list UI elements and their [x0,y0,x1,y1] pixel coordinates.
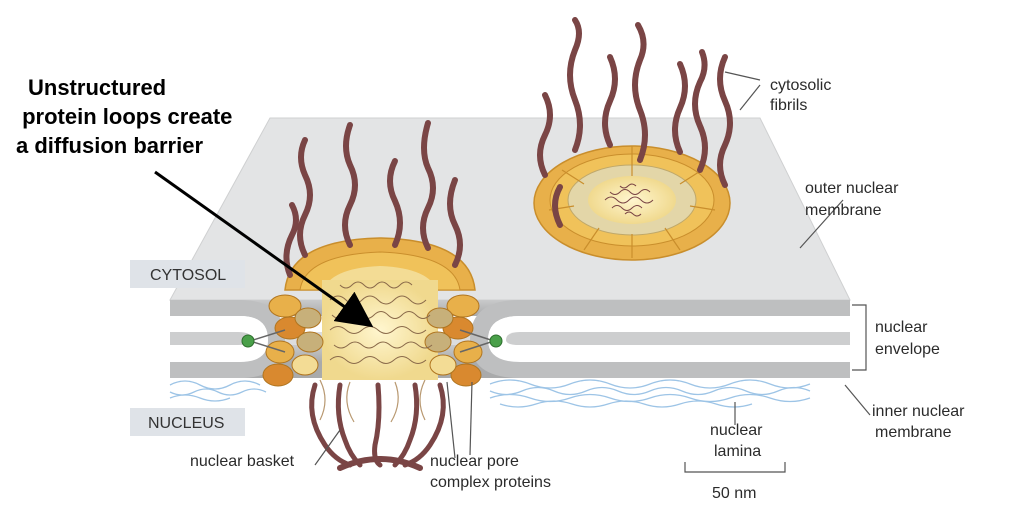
nuclear-envelope-label-2: envelope [875,341,940,358]
npc-proteins-label-1: nuclear pore [430,453,519,470]
annotation: Unstructured protein loops create a diff… [16,75,374,328]
cytosol-label: CYTOSOL [150,267,226,284]
outer-membrane-label-1: outer nuclear [805,180,899,197]
leader-lines [314,71,871,473]
nuclear-lamina-label-1: nuclear [710,422,763,439]
outer-membrane-label-2: membrane [805,202,882,219]
nuclear-lamina [169,379,811,408]
nuclear-envelope-label-1: nuclear [875,319,928,336]
annotation-line-3: a diffusion barrier [16,133,203,158]
scale-bar-label: 50 nm [712,485,756,502]
cytosolic-fibrils-label-2: fibrils [770,97,807,114]
cytosolic-fibrils-label-1: cytosolic [770,77,831,94]
pore-cutaway [241,237,503,471]
outer-nuclear-membrane [169,117,851,316]
annotation-line-1: Unstructured [28,75,166,100]
pore-top-view [533,145,731,261]
nuclear-basket [309,382,446,468]
labels: cytosolic fibrils outer nuclear membrane… [190,77,965,502]
nuclear-basket-label: nuclear basket [190,453,295,470]
nucleus-label: NUCLEUS [148,415,224,432]
annotation-line-2: protein loops create [16,104,232,129]
nuclear-lamina-label-2: lamina [714,443,761,460]
membrane-curl-right [470,300,850,378]
npc-proteins-label-2: complex proteins [430,474,551,491]
inner-membrane-label-2: membrane [875,424,952,441]
membrane-curl-left [170,300,285,378]
inner-membrane-label-1: inner nuclear [872,403,965,420]
membrane-anchors [241,329,503,353]
annotation-arrow [154,170,374,328]
cytosolic-fibrils [283,17,733,278]
cytosol-box: CYTOSOL [130,260,245,288]
nucleus-box: NUCLEUS [130,408,245,436]
